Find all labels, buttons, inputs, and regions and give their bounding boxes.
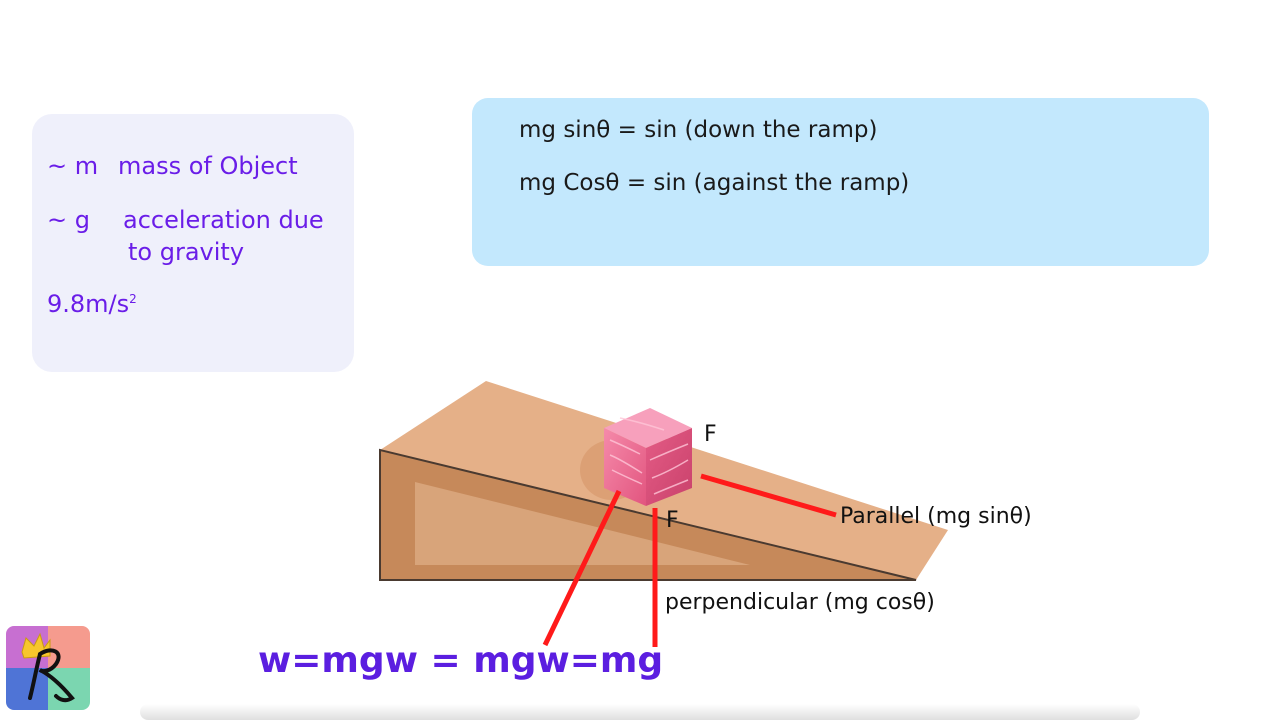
- bottom-shadow: [140, 704, 1140, 720]
- accel-text-line2: to gravity: [128, 238, 245, 266]
- equation-against-ramp: mg Cosθ = sin (against the ramp): [519, 170, 910, 196]
- parallel-formula: (mg sinθ): [927, 504, 1032, 529]
- mass-text: mass of Object: [118, 152, 298, 180]
- parallel-label: Parallel (mg sinθ): [840, 504, 1032, 529]
- weight-formula: w=mgw = mgw=mg: [258, 640, 664, 681]
- app-logo[interactable]: K: [6, 626, 90, 710]
- force-label-bottom: F: [666, 508, 679, 533]
- mass-symbol: ~ m: [47, 152, 99, 180]
- crown-icon: [21, 632, 75, 703]
- ramp-side-inset: [415, 482, 750, 565]
- equation-down-ramp: mg sinθ = sin (down the ramp): [519, 117, 878, 143]
- perpendicular-formula: (mg cosθ): [824, 590, 935, 615]
- accel-text-line1: acceleration due: [123, 206, 324, 234]
- block-wood-grain: [609, 417, 689, 495]
- accel-symbol: ~ g: [47, 206, 90, 234]
- force-label-top: F: [704, 422, 717, 447]
- block-front-face: [604, 428, 646, 506]
- gravity-exponent: 2: [129, 292, 137, 306]
- equations-panel: [472, 98, 1209, 266]
- perpendicular-label: perpendicular (mg cosθ): [665, 590, 935, 615]
- force-line-parallel: [700, 473, 837, 518]
- gravity-value: 9.8m/s2: [47, 290, 137, 318]
- variables-panel: [32, 114, 354, 372]
- force-line-weight: [542, 489, 622, 647]
- block-top-face: [604, 408, 692, 448]
